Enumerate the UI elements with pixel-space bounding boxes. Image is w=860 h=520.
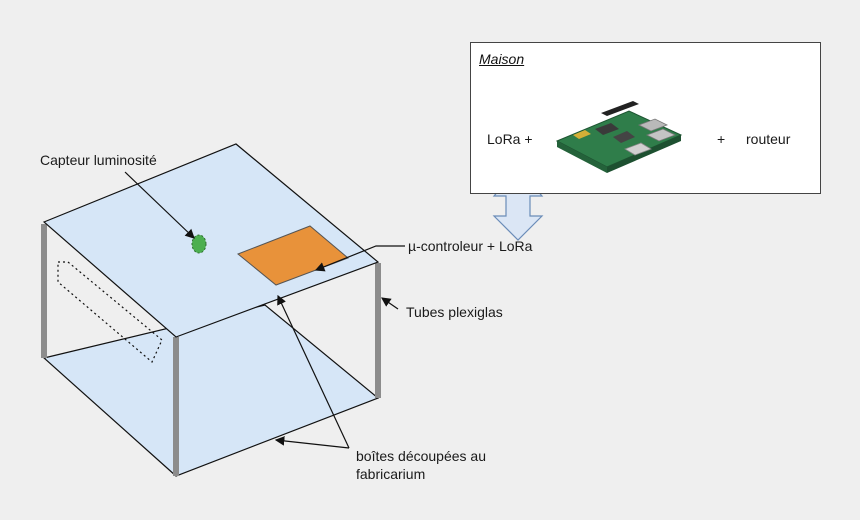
light-sensor xyxy=(191,234,207,254)
maison-title: Maison xyxy=(479,51,525,67)
label-controleur: µ-controleur + LoRa xyxy=(408,238,533,254)
maison-box: Maison LoRa + + routeur xyxy=(470,42,821,194)
maison-routeur-label: routeur xyxy=(746,131,791,147)
pointer-tubes xyxy=(381,297,399,310)
label-boites-line2: fabricarium xyxy=(356,466,426,482)
raspberry-pi-image xyxy=(543,95,695,181)
top-panel xyxy=(42,143,380,338)
maison-plus-label: + xyxy=(717,131,726,147)
pointer-capteur xyxy=(124,171,195,239)
raspberry-pi-icon xyxy=(555,101,683,173)
pointer-boites-bottom xyxy=(274,436,350,449)
pointer-boites-top xyxy=(277,294,350,449)
label-capteur: Capteur luminosité xyxy=(40,152,157,168)
maison-lora-label: LoRa + xyxy=(487,131,533,147)
controller-board xyxy=(237,225,349,286)
label-tubes: Tubes plexiglas xyxy=(406,304,503,320)
label-boites-line1: boîtes découpées au xyxy=(356,448,486,464)
bottom-panel xyxy=(42,304,380,477)
pointer-controleur xyxy=(314,245,405,272)
